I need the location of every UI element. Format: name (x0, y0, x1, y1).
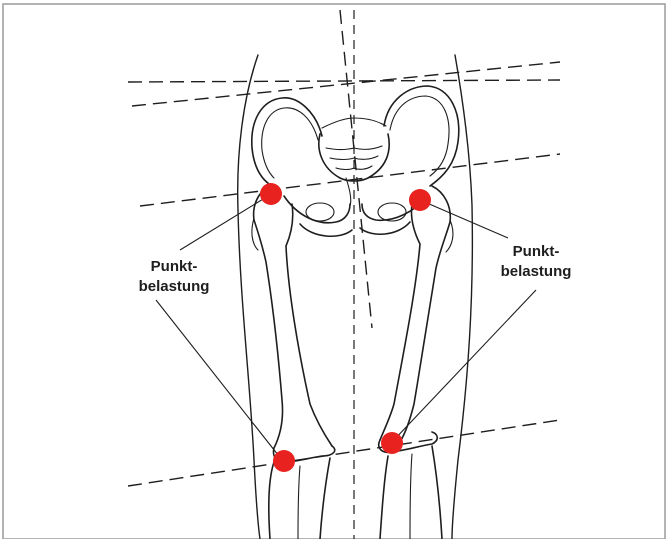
load-point-marker (273, 450, 295, 472)
load-point-marker (409, 189, 431, 211)
left-femur (252, 188, 335, 462)
load-point-marker (260, 183, 282, 205)
left-label-line2: belastung (139, 278, 210, 295)
right-femur (379, 186, 453, 452)
left-label-line1: Punkt- (151, 258, 198, 275)
right-label-line1: Punkt- (513, 243, 560, 260)
load-point-marker (381, 432, 403, 454)
leader-lines (156, 196, 536, 460)
right-label-line2: belastung (501, 263, 572, 280)
